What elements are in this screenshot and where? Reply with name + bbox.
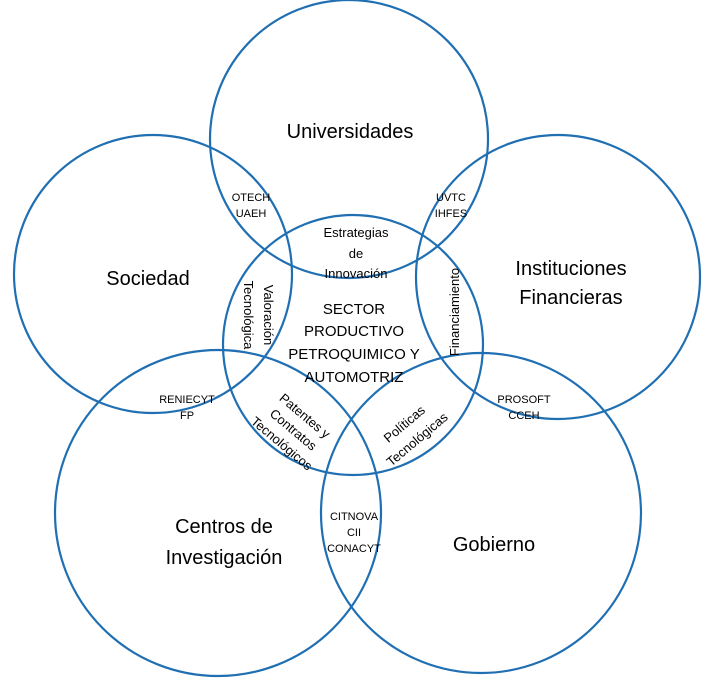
valoracion-line2: Tecnológica [241,281,256,350]
estrategias-line2: de [349,246,363,261]
instituciones-label-line2: Financieras [519,287,622,309]
politicas-link: Políticas Tecnológicas [381,402,451,469]
centros-label-line2: Investigación [166,547,283,569]
universidades-circle [208,0,490,280]
gobierno-circle [319,351,643,675]
sector-label-line3: PETROQUIMICO Y [288,346,419,363]
sector-label-line2: PRODUCTIVO [304,323,404,340]
univ-instituciones-line1: UVTC [436,192,466,204]
estrategias-line3: Innovación [325,266,388,281]
estrategias-link: Estrategias de Innovación [323,225,389,281]
sociedad-centros-line2: FP [180,410,194,422]
sociedad-circle [12,133,294,415]
sector-label-line1: SECTOR [323,301,385,318]
centros-gobierno-line2: CII [347,527,361,539]
universidades-label: Universidades [287,121,414,143]
valoracion-link: Valoración Tecnológica [241,281,276,350]
instituciones-label-line1: Instituciones [515,258,626,280]
patentes-link: Patentes y Contratos Tecnológicos [248,390,333,473]
centros-gobierno-line1: CITNOVA [330,511,379,523]
sociedad-centros-line1: RENIECYT [159,394,215,406]
sector-label-line4: AUTOMOTRIZ [305,369,404,386]
financiamiento-link: Financiamiento [447,268,462,356]
univ-sociedad-line1: OTECH [232,192,271,204]
estrategias-line1: Estrategias [323,225,389,240]
univ-sociedad-line2: UAEH [236,208,267,220]
valoracion-line1: Valoración [261,285,276,345]
centros-label-line1: Centros de [175,516,273,538]
gobierno-label: Gobierno [453,534,535,556]
financiamiento-label: Financiamiento [447,268,462,356]
centros-gobierno-line3: CONACYT [327,543,381,555]
univ-instituciones-line2: IHFES [435,208,467,220]
sector-productivo-circle [221,213,485,477]
instituciones-gobierno-line1: PROSOFT [497,394,550,406]
instituciones-gobierno-line2: CCEH [508,410,539,422]
instituciones-financieras-circle [414,133,702,421]
sociedad-label: Sociedad [106,268,189,290]
centros-investigacion-circle [53,348,383,678]
